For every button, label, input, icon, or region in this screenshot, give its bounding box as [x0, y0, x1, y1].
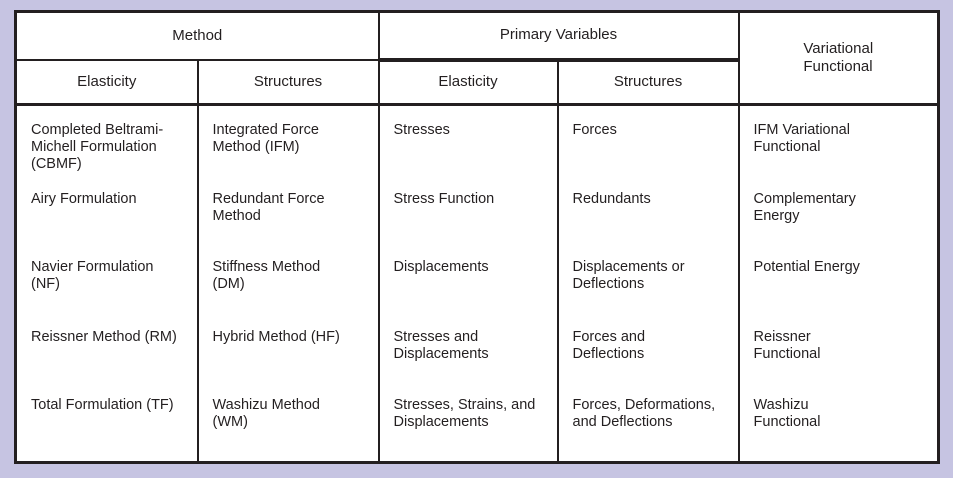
cell-primary-elasticity: Stresses: [377, 104, 559, 175]
methods-variational-table: Method Primary Variables Variational Fun…: [14, 10, 941, 464]
cell-method-elasticity: Navier Formulation (NF): [14, 242, 199, 313]
table-row: Completed Beltrami- Michell Formulation …: [14, 104, 940, 175]
cell-method-structures: Hybrid Method (HF): [196, 312, 380, 381]
cell-primary-structures: Forces: [556, 104, 740, 175]
header-method: Method: [14, 10, 380, 61]
cell-method-elasticity: Total Formulation (TF): [14, 380, 199, 463]
cell-method-elasticity: Reissner Method (RM): [14, 312, 199, 381]
cell-primary-elasticity: Stress Function: [377, 174, 559, 243]
cell-primary-elasticity: Stresses, Strains, and Displacements: [377, 380, 559, 463]
table-body: Completed Beltrami- Michell Formulation …: [14, 104, 940, 463]
table-row: Airy Formulation Redundant Force Method …: [14, 174, 940, 243]
subheader-primary-elasticity: Elasticity: [377, 58, 559, 106]
header-primary-variables: Primary Variables: [377, 10, 740, 62]
cell-primary-elasticity: Displacements: [377, 242, 559, 313]
cell-primary-structures: Displacements or Deflections: [556, 242, 740, 313]
cell-method-elasticity: Airy Formulation: [14, 174, 199, 243]
cell-method-structures: Integrated Force Method (IFM): [196, 104, 380, 175]
cell-primary-structures: Forces, Deformations, and Deflections: [556, 380, 740, 463]
subheader-primary-structures: Structures: [556, 58, 740, 106]
cell-variational-functional: Reissner Functional: [737, 312, 940, 381]
cell-method-structures: Redundant Force Method: [196, 174, 380, 243]
cell-method-structures: Washizu Method (WM): [196, 380, 380, 463]
cell-primary-structures: Redundants: [556, 174, 740, 243]
header-row-subcolumns: Elasticity Structures Elasticity Structu…: [14, 58, 939, 106]
header-variational-functional: Variational Functional: [737, 10, 940, 106]
table-row: Reissner Method (RM) Hybrid Method (HF) …: [14, 312, 940, 381]
cell-method-structures: Stiffness Method (DM): [196, 242, 380, 313]
cell-variational-functional: Washizu Functional: [737, 380, 940, 463]
cell-variational-functional: Complementary Energy: [737, 174, 940, 243]
subheader-method-elasticity: Elasticity: [14, 58, 199, 106]
cell-method-elasticity: Completed Beltrami- Michell Formulation …: [14, 104, 199, 175]
cell-variational-functional: Potential Energy: [737, 242, 940, 313]
cell-variational-functional: IFM Variational Functional: [737, 104, 940, 175]
table-header: Method Primary Variables Variational Fun…: [14, 10, 940, 106]
table-row: Total Formulation (TF) Washizu Method (W…: [14, 380, 940, 463]
cell-primary-structures: Forces and Deflections: [556, 312, 740, 381]
header-variational-functional-label: Variational Functional: [803, 40, 874, 75]
header-row-groups: Method Primary Variables Variational Fun…: [14, 10, 940, 106]
subheader-method-structures: Structures: [196, 58, 380, 106]
table-row: Navier Formulation (NF) Stiffness Method…: [14, 242, 940, 313]
cell-primary-elasticity: Stresses and Displacements: [377, 312, 559, 381]
